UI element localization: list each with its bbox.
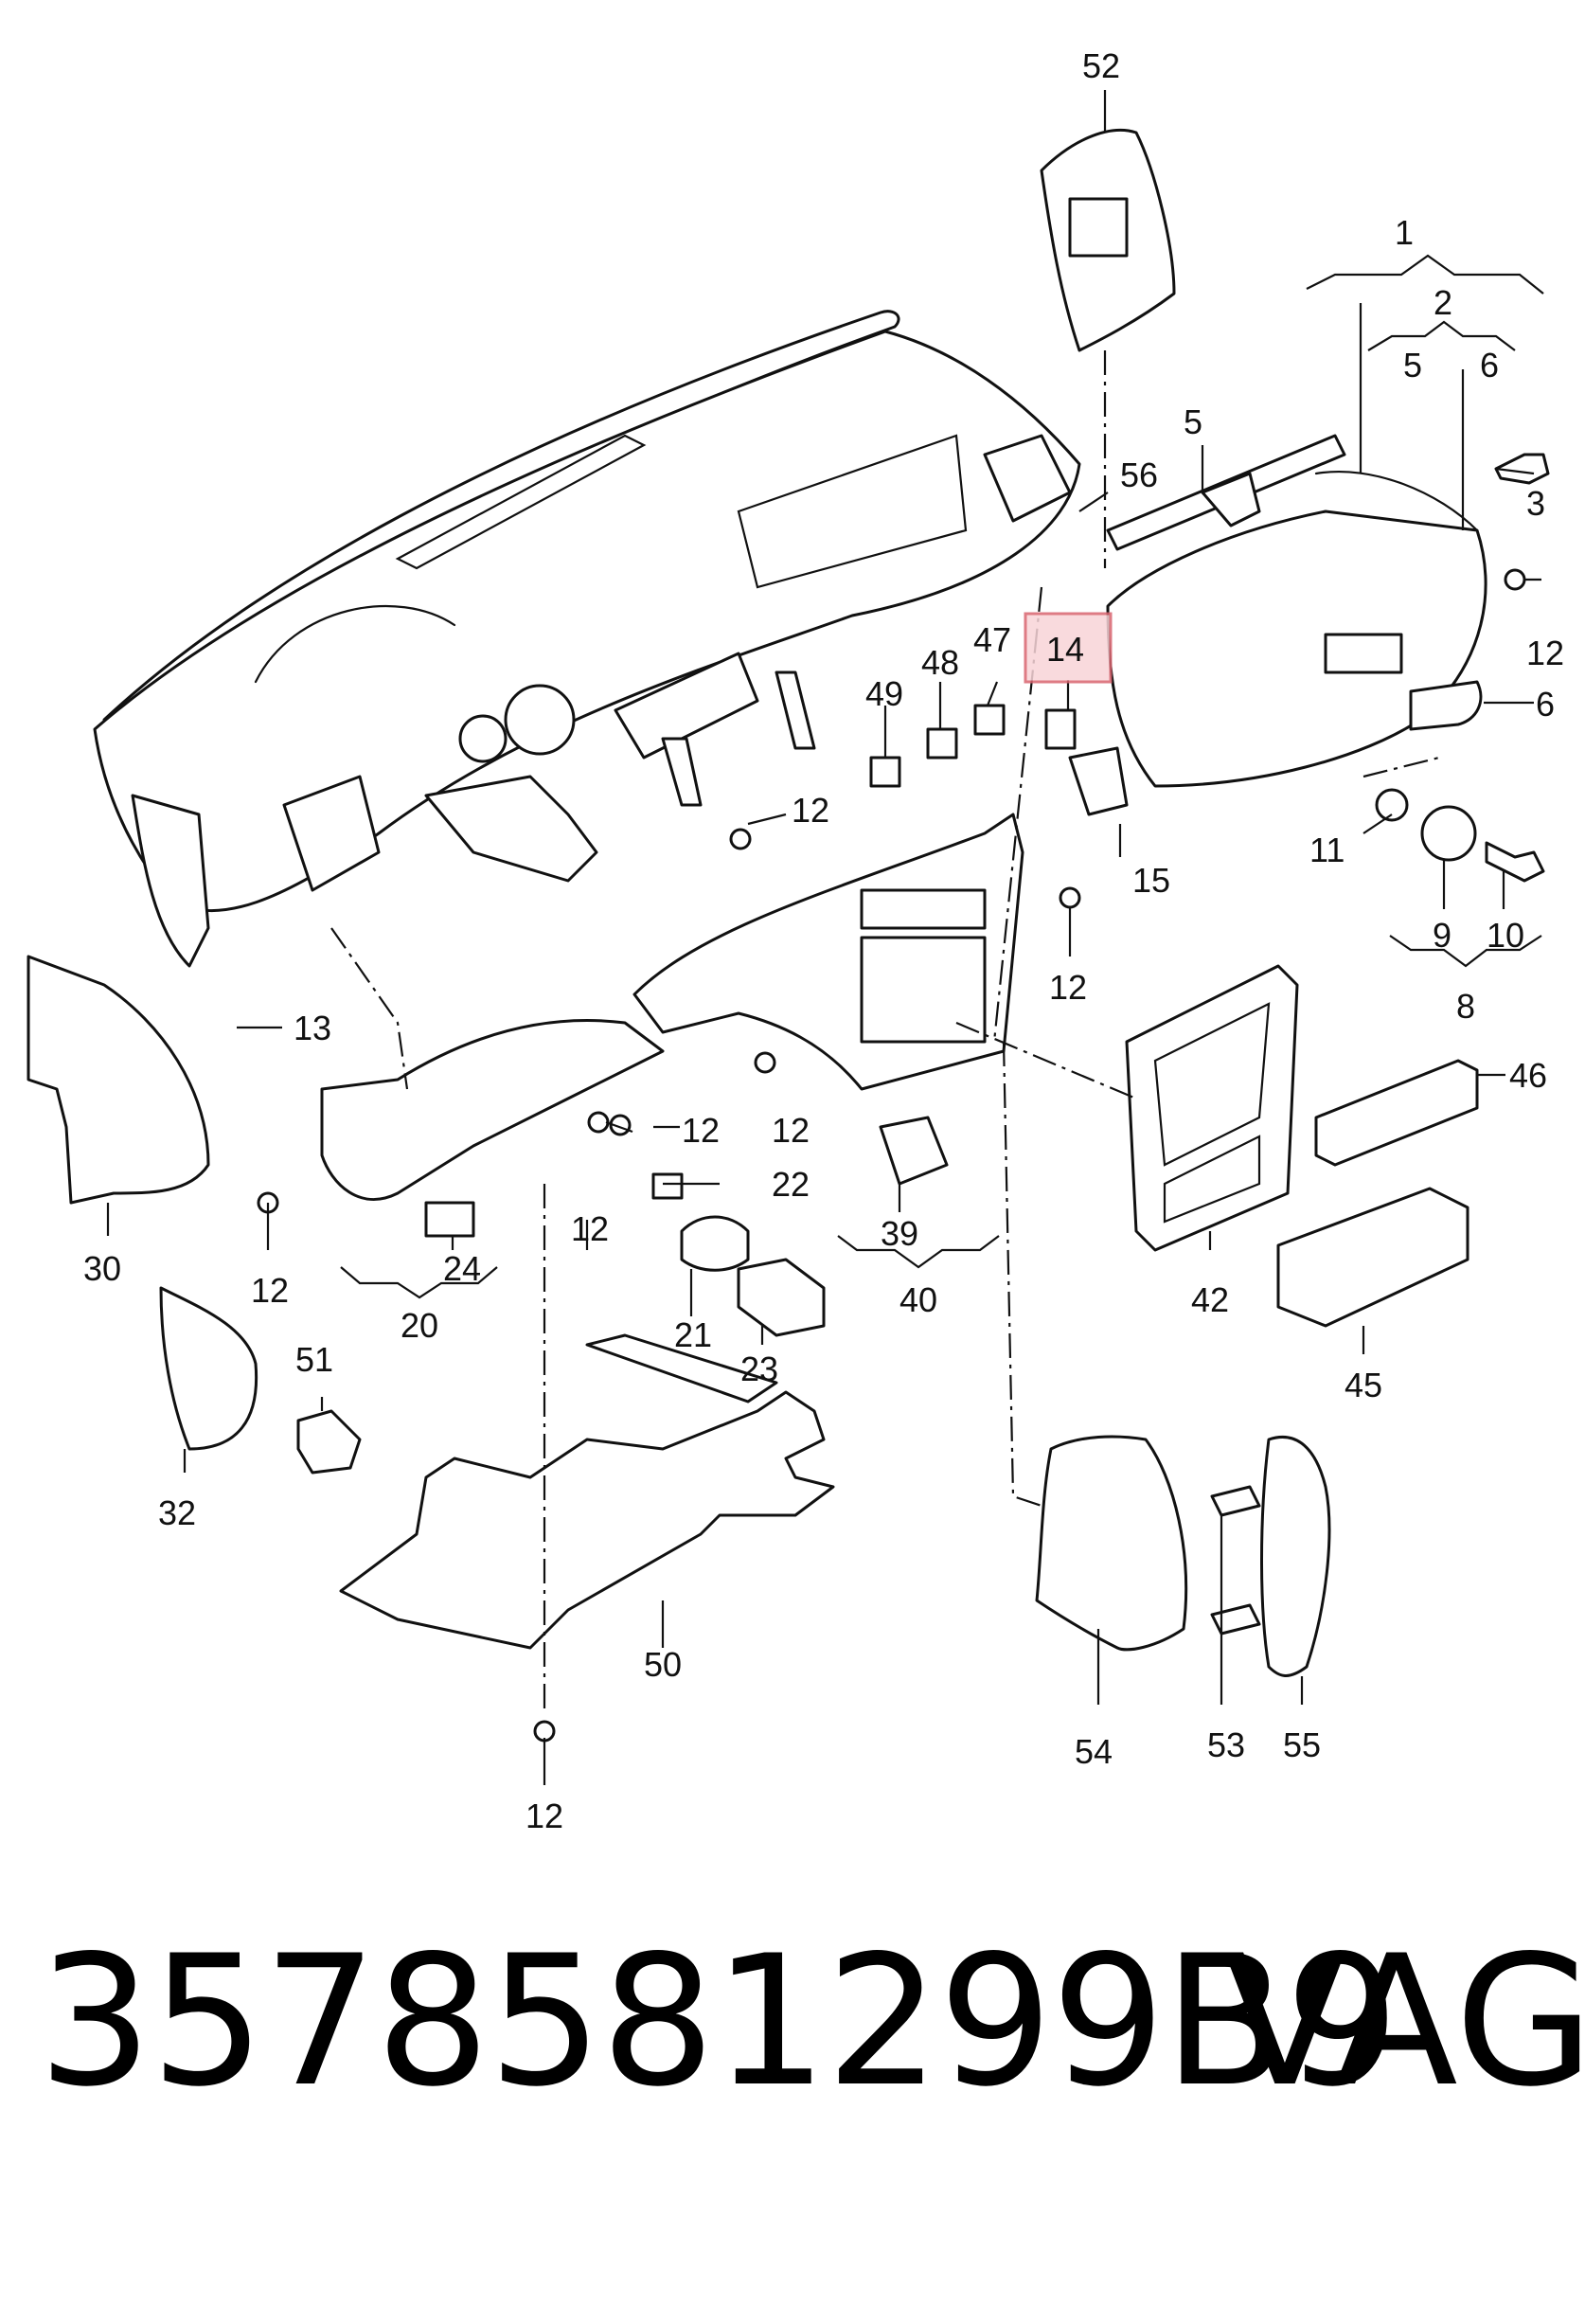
brand-text: VAG <box>1223 1917 1585 2126</box>
callout-12c: 12 <box>1049 968 1087 1007</box>
trim-strip-55 <box>1260 1435 1331 1677</box>
callout-12i: 12 <box>525 1797 563 1835</box>
callout-22: 22 <box>772 1165 810 1204</box>
callout-53: 53 <box>1207 1725 1245 1764</box>
bolt-3 <box>1494 453 1550 485</box>
frame-42 <box>1125 964 1299 1252</box>
callout-2: 2 <box>1434 283 1452 322</box>
callout-56: 56 <box>1120 456 1158 494</box>
lower-trim-20 <box>320 1019 665 1201</box>
key-10 <box>1485 841 1545 883</box>
callout-13: 13 <box>294 1009 331 1047</box>
callout-14: 14 <box>1046 630 1084 669</box>
lock-barrel-9 <box>1420 805 1477 862</box>
callout-45: 45 <box>1345 1366 1382 1404</box>
callout-51: 51 <box>295 1340 333 1379</box>
callout-12f: 12 <box>772 1111 810 1150</box>
callout-30: 30 <box>83 1249 121 1288</box>
callout-10: 10 <box>1487 916 1524 955</box>
callout-12e: 12 <box>682 1111 720 1150</box>
dashboard-panel <box>93 310 1081 968</box>
callout-39: 39 <box>881 1214 918 1253</box>
callout-23: 23 <box>740 1350 778 1388</box>
callout-labels: 52 1 2 5 6 5 56 3 12 47 48 49 14 6 12 15… <box>83 46 1564 1835</box>
callout-21: 21 <box>674 1315 712 1354</box>
callout-50: 50 <box>644 1645 682 1684</box>
callout-49: 49 <box>865 674 903 713</box>
callout-3: 3 <box>1526 484 1545 523</box>
callout-11: 11 <box>1309 831 1345 869</box>
lock-cap-11 <box>1375 788 1409 822</box>
callout-32: 32 <box>158 1493 196 1532</box>
tray-46 <box>1314 1059 1479 1167</box>
callout-8: 8 <box>1456 987 1475 1026</box>
callout-6: 6 <box>1480 346 1499 384</box>
highlight-box <box>1024 612 1113 684</box>
callout-12h: 12 <box>571 1209 609 1248</box>
callout-42: 42 <box>1191 1280 1229 1319</box>
callout-46: 46 <box>1509 1056 1547 1095</box>
floor-tray-50 <box>339 1390 835 1650</box>
callout-9: 9 <box>1433 916 1451 955</box>
callout-40: 40 <box>899 1280 937 1319</box>
callout-20: 20 <box>401 1306 438 1345</box>
callout-12b: 12 <box>792 791 829 830</box>
callout-52: 52 <box>1082 46 1120 85</box>
callout-55: 55 <box>1283 1725 1321 1764</box>
callout-48: 48 <box>921 643 959 682</box>
airbag-cover-54 <box>1035 1435 1188 1652</box>
callout-6b: 6 <box>1536 685 1555 724</box>
callout-12a: 12 <box>1526 634 1564 672</box>
end-cap-32 <box>159 1286 258 1451</box>
part-number-text: 3578581299B9 <box>38 1917 1399 2126</box>
callout-1: 1 <box>1395 213 1414 252</box>
callout-15: 15 <box>1132 861 1170 900</box>
callout-24: 24 <box>443 1249 481 1288</box>
callout-47: 47 <box>973 620 1011 659</box>
side-cover-30 <box>27 955 210 1205</box>
bolt-53 <box>1210 1485 1261 1517</box>
glove-box-1 <box>1106 509 1487 788</box>
callout-54: 54 <box>1075 1732 1113 1771</box>
callout-5b: 5 <box>1184 402 1202 441</box>
clip-51 <box>296 1409 362 1475</box>
callout-5: 5 <box>1403 346 1422 384</box>
callout-12g: 12 <box>251 1271 289 1310</box>
storage-box-45 <box>1276 1187 1469 1328</box>
